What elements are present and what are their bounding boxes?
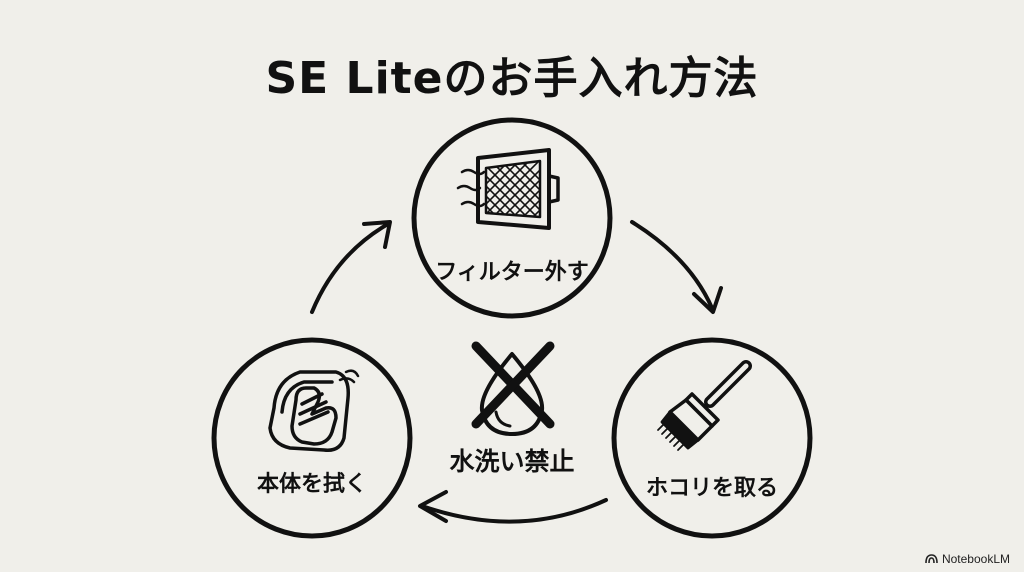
arrow-dust-to-wipe [418,490,608,524]
center-warning-label: 水洗い禁止 [449,447,575,476]
step-label-dust: ホコリを取る [645,476,778,501]
arrow-filter-to-dust [630,220,723,314]
wiping-hand-icon [268,369,360,452]
filter-icon [456,148,560,230]
step-circle-wipe [211,337,413,539]
step-label-filter: フィルター外す [435,260,589,285]
notebooklm-logo-icon [925,554,938,564]
step-circle-filter [411,117,613,319]
watermark-text: NotebookLM [941,552,1010,566]
diagram-title: SE Liteのお手入れ方法 [265,53,759,104]
no-water-icon [471,341,555,436]
brush-icon [657,360,752,451]
watermark: NotebookLM [925,552,1010,566]
step-label-wipe: 本体を拭く [256,472,367,497]
step-circle-dust [611,337,813,539]
arrow-wipe-to-filter [310,220,392,314]
